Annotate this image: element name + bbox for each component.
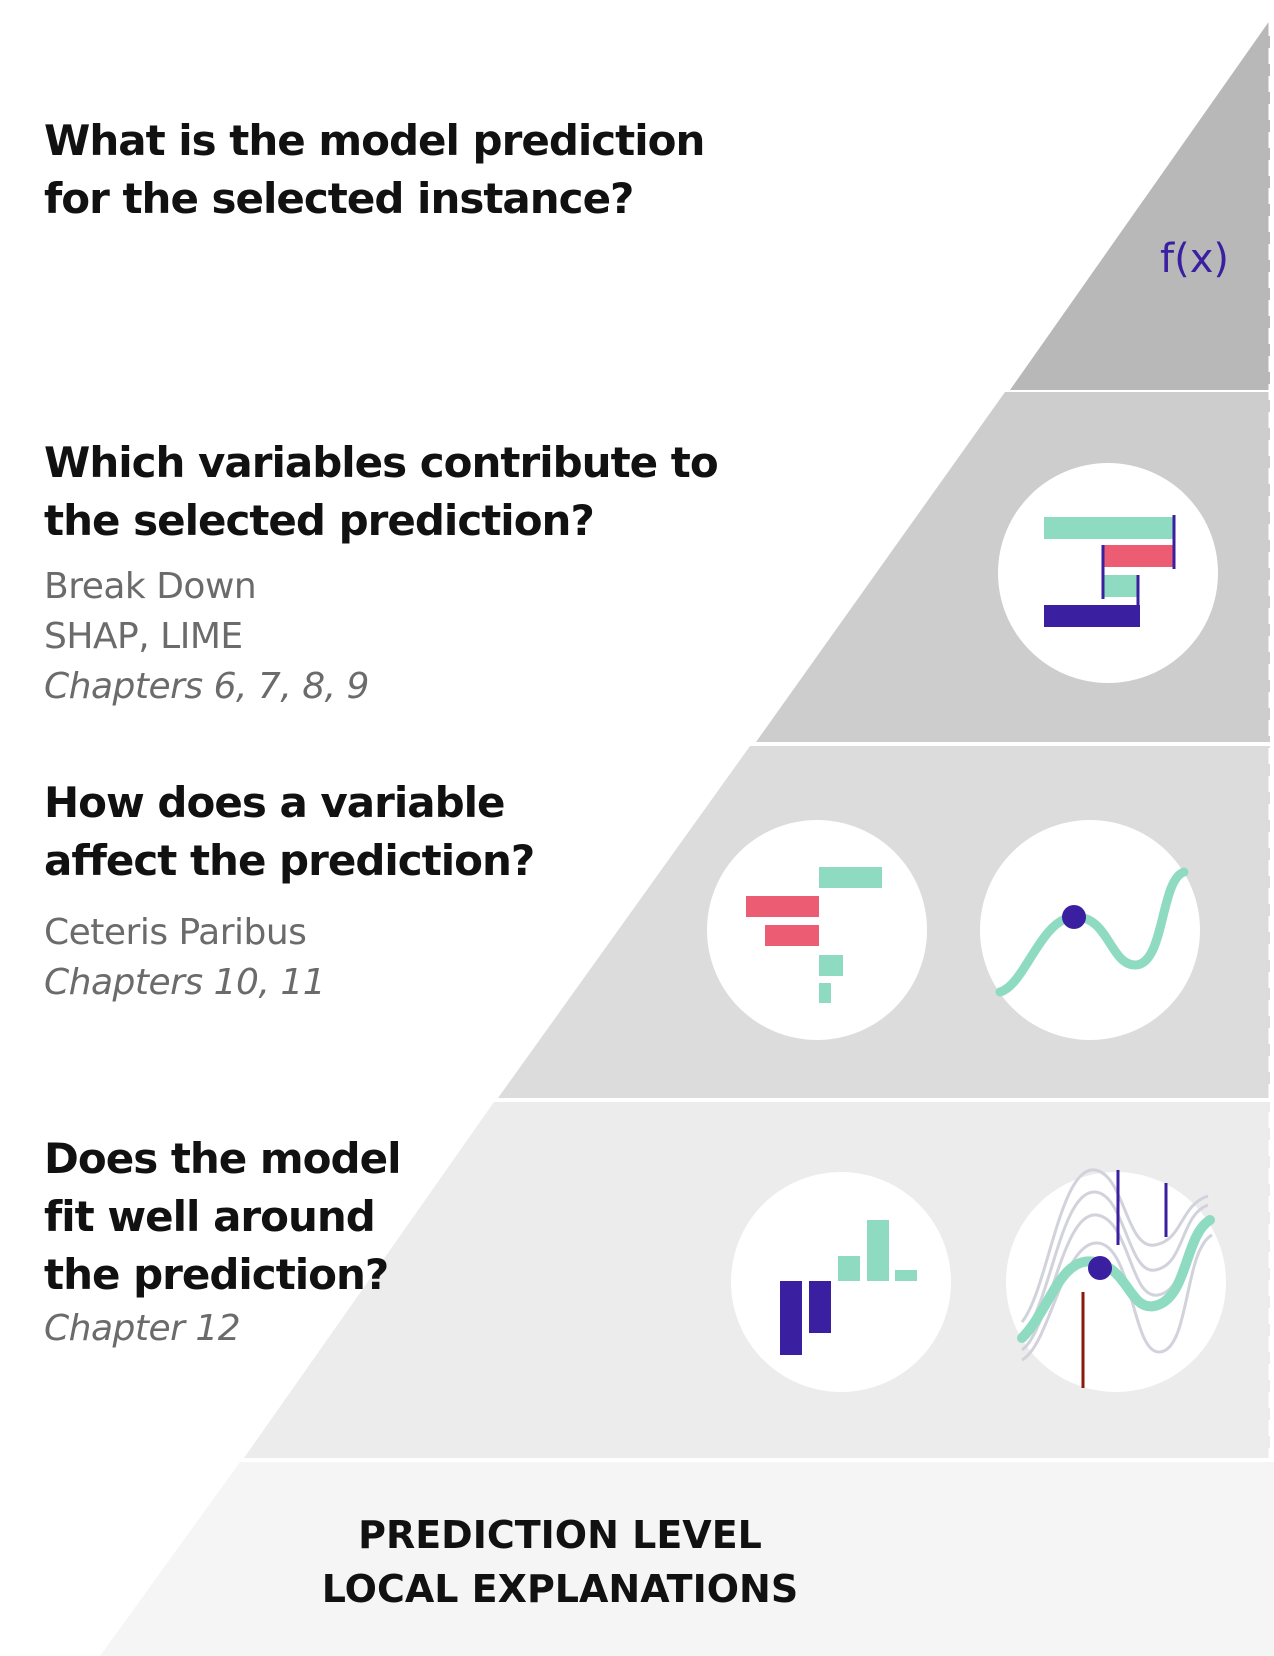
pyramid-band-top [1010, 20, 1270, 390]
level-2-method-2: SHAP, LIME [44, 616, 243, 657]
neighbourhood-profiles-icon [1006, 1168, 1226, 1392]
level-3-question-line-2: affect the prediction? [44, 836, 535, 885]
level-4-question-line-3: the prediction? [44, 1250, 389, 1299]
level-4-question-line-1: Does the model [44, 1134, 401, 1183]
level-2-text: Which variables contribute to the select… [44, 434, 719, 712]
level-1-question-line-2: for the selected instance? [44, 174, 634, 223]
footer-label: PREDICTION LEVEL LOCAL EXPLANATIONS [250, 1508, 870, 1616]
level-1-text: What is the model prediction for the sel… [44, 112, 705, 228]
formula-label: f(x) [1160, 236, 1229, 282]
break-down-icon [998, 463, 1218, 683]
level-2-chapters: Chapters 6, 7, 8, 9 [44, 666, 369, 707]
level-1-question-line-1: What is the model prediction [44, 116, 705, 165]
level-3-method-1: Ceteris Paribus [44, 912, 307, 953]
footer-line-2: LOCAL EXPLANATIONS [321, 1567, 799, 1611]
residual-bars-icon [731, 1172, 951, 1392]
level-3-question-line-1: How does a variable [44, 778, 506, 827]
ceteris-paribus-profile-icon [980, 820, 1200, 1040]
ceteris-paribus-bars-icon [707, 820, 927, 1040]
level-2-method-1: Break Down [44, 566, 257, 607]
level-3-text: How does a variable affect the predictio… [44, 774, 535, 1008]
level-3-chapters: Chapters 10, 11 [44, 962, 326, 1003]
level-4-question-line-2: fit well around [44, 1192, 376, 1241]
level-2-question-line-2: the selected prediction? [44, 496, 595, 545]
level-2-question-line-1: Which variables contribute to [44, 438, 719, 487]
pyramid-band-bottom [100, 1462, 1274, 1656]
footer-line-1: PREDICTION LEVEL [358, 1513, 762, 1557]
level-4-chapters: Chapter 12 [44, 1308, 241, 1349]
level-4-text: Does the model fit well around the predi… [44, 1130, 401, 1354]
